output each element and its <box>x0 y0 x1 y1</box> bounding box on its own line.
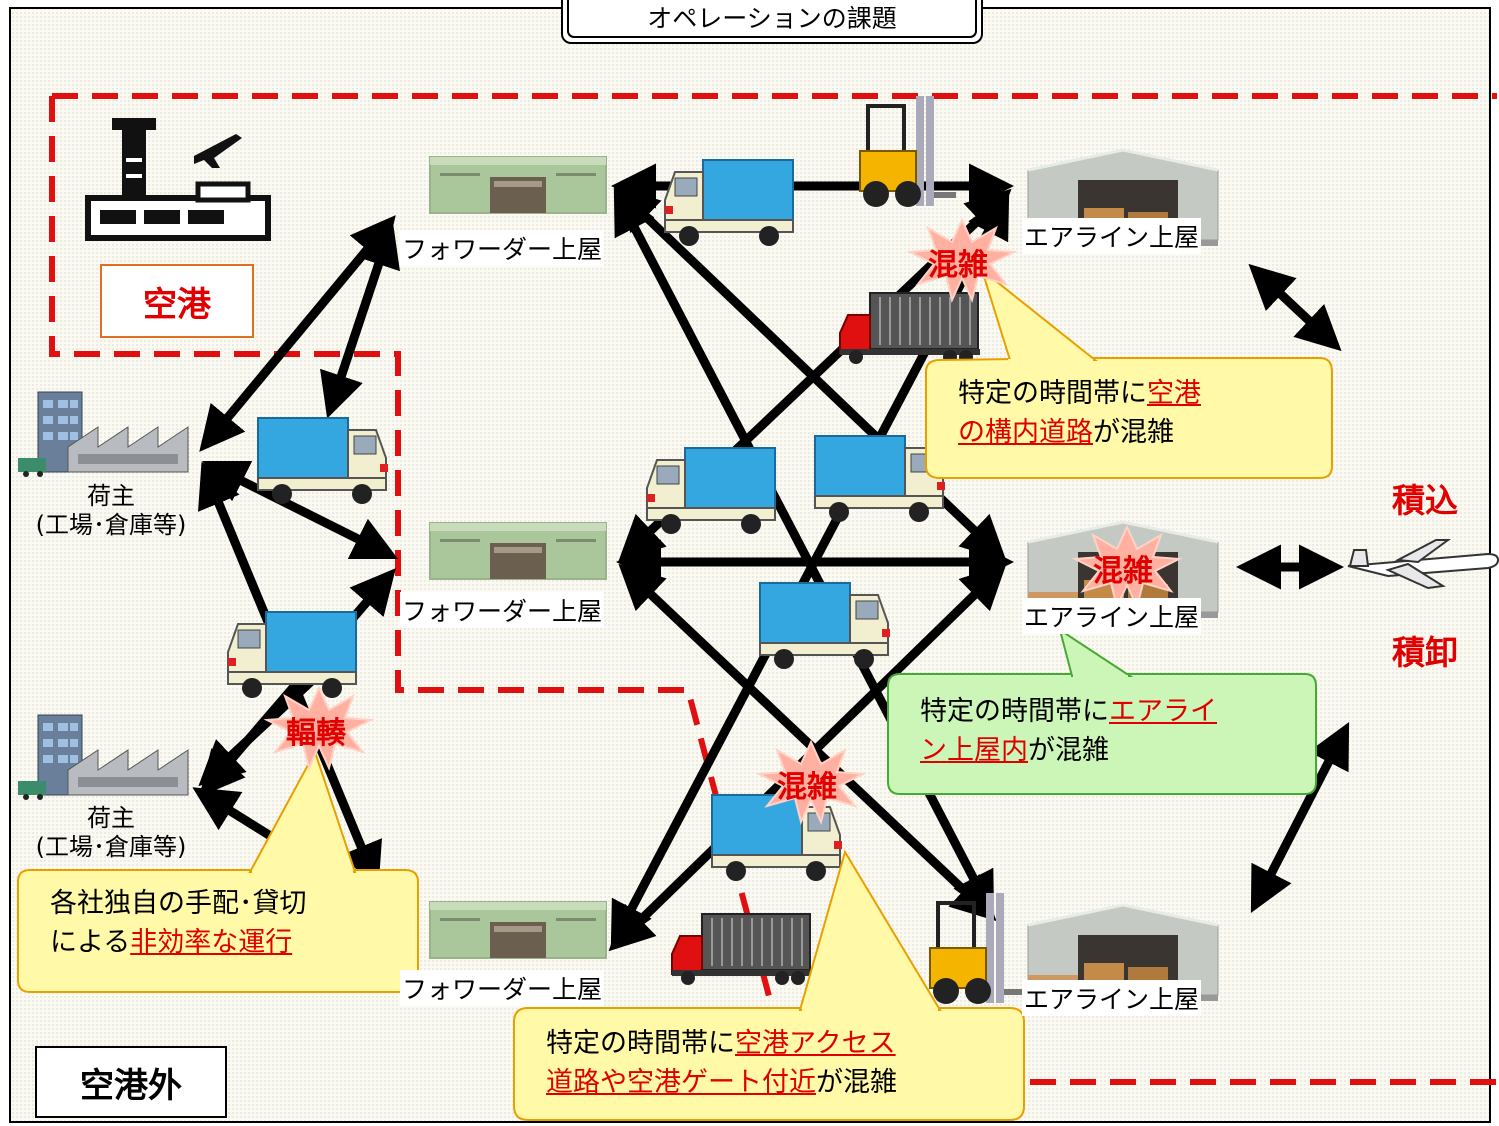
callout-text-part: が混雑 <box>816 1067 897 1099</box>
zone-label-outside: 空港外 <box>35 1046 227 1118</box>
callout-access-road-text: 特定の時間帯に空港アクセス 道路や空港ゲート付近が混雑 <box>546 1024 897 1102</box>
callout-text-part: が混雑 <box>1093 417 1174 449</box>
callout-text-part: が混雑 <box>1028 735 1109 767</box>
forwarder-building-3 <box>429 901 607 959</box>
callout-highlight: エアライ <box>1109 696 1217 727</box>
callout-airline-shed <box>887 673 1317 795</box>
airport-icon <box>85 118 271 241</box>
callout-airport-road-text: 特定の時間帯に空港 の構内道路が混雑 <box>958 374 1201 452</box>
airline-label: エアライン上屋 <box>1022 598 1202 634</box>
callout-highlight: の構内道路 <box>958 417 1093 449</box>
callout-text-part: 特定の時間帯に <box>546 1028 735 1059</box>
shipper-detail: (工場･倉庫等) <box>35 832 187 861</box>
clustering-text: 輻輳 <box>286 716 346 751</box>
page-title: オペレーションの課題 <box>567 0 977 38</box>
airline-label: エアライン上屋 <box>1022 218 1202 254</box>
congestion-text: 混雑 <box>777 770 837 805</box>
shipper-label: 荷主 (工場･倉庫等) <box>6 482 216 540</box>
title-tab: オペレーションの課題 <box>561 0 983 44</box>
forwarder-building-2 <box>429 522 607 580</box>
zone-label-airport: 空港 <box>100 264 254 338</box>
unloading-label: 積卸 <box>1392 633 1458 672</box>
shipper-name: 荷主 <box>87 804 135 832</box>
callout-inefficient-text: 各社独自の手配･貸切 による非効率な運行 <box>50 884 307 962</box>
callout-highlight: 空港 <box>1147 378 1201 409</box>
shipper-label: 荷主 (工場･倉庫等) <box>6 804 216 862</box>
forwarder-label: フォワーダー上屋 <box>400 970 605 1006</box>
airline-label: エアライン上屋 <box>1022 980 1202 1016</box>
congestion-text: 混雑 <box>1093 554 1153 589</box>
callout-highlight: 非効率な運行 <box>130 927 293 959</box>
airplane-icon <box>1347 539 1499 590</box>
forwarder-label: フォワーダー上屋 <box>400 230 605 266</box>
forwarder-building-1 <box>429 156 607 214</box>
callout-airline-shed-text: 特定の時間帯にエアライ ン上屋内が混雑 <box>920 692 1217 770</box>
callout-text-part: 各社独自の手配･貸切 <box>50 888 307 919</box>
callout-highlight: ン上屋内 <box>920 735 1028 767</box>
callout-text-part: による <box>50 927 131 959</box>
shipper-name: 荷主 <box>87 482 135 510</box>
callout-airport-road <box>925 271 1333 479</box>
forwarder-label: フォワーダー上屋 <box>400 592 605 628</box>
congestion-text: 混雑 <box>928 248 988 283</box>
callout-text-part: 特定の時間帯に <box>920 696 1109 727</box>
callout-text-part: 特定の時間帯に <box>958 378 1147 409</box>
callout-highlight: 道路や空港ゲート付近 <box>546 1067 816 1099</box>
callout-highlight: 空港アクセス <box>735 1028 896 1059</box>
loading-label: 積込 <box>1392 481 1458 520</box>
shipper-detail: (工場･倉庫等) <box>35 510 187 539</box>
